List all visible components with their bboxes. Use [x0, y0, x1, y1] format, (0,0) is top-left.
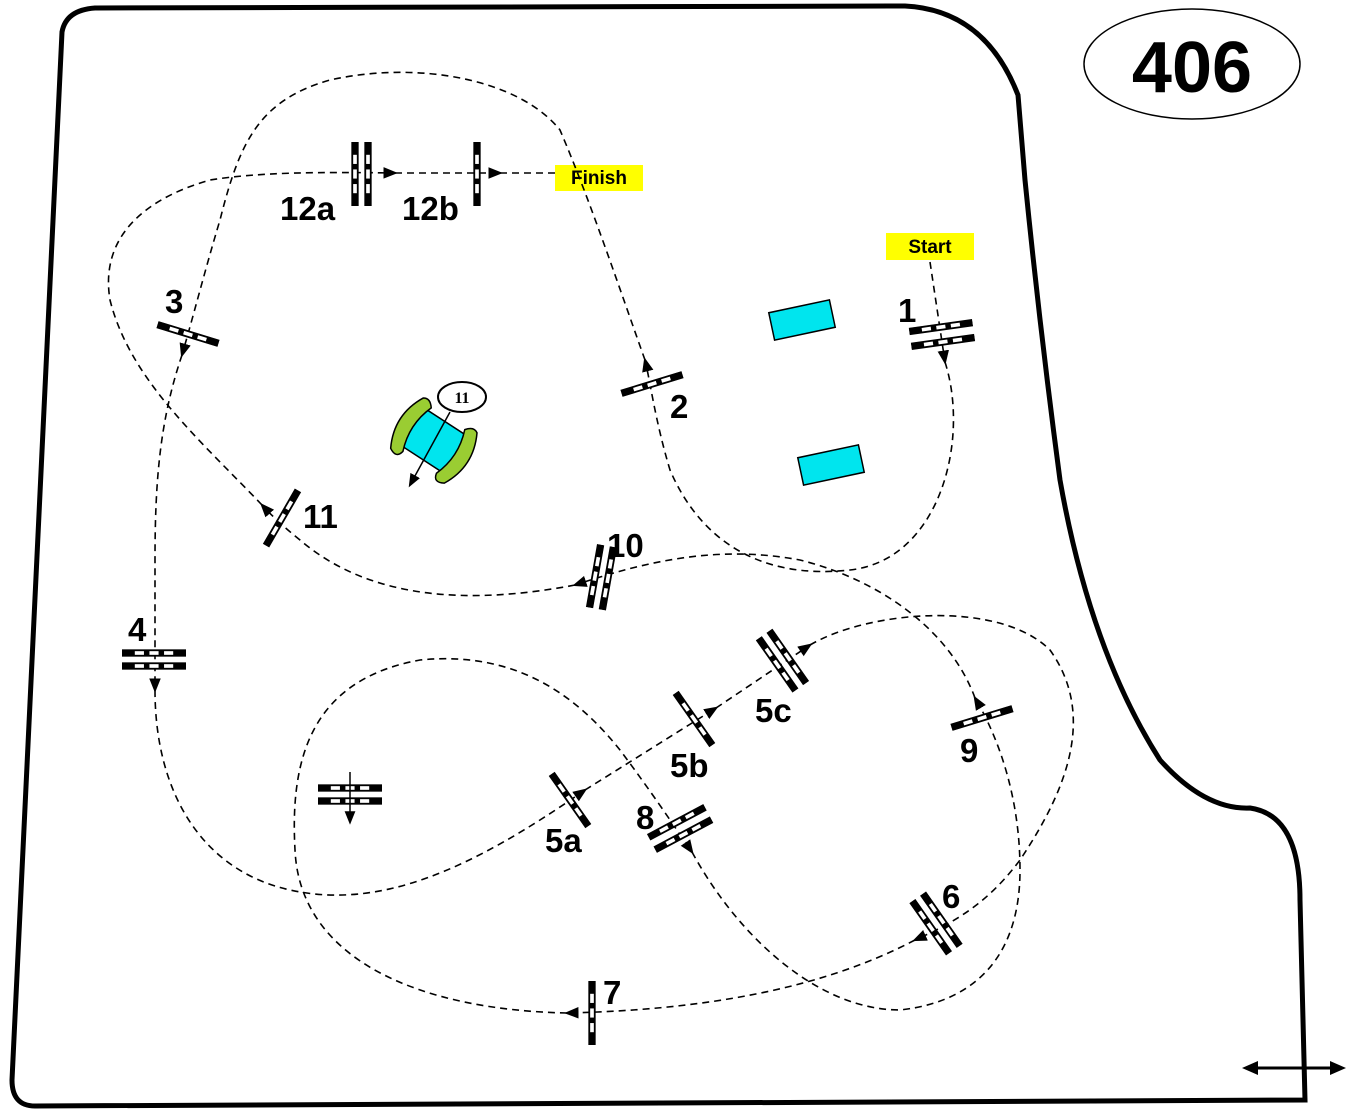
jump-label-3: 3 — [165, 283, 183, 320]
jump-label-9: 9 — [960, 732, 978, 769]
obstacle-upper — [767, 298, 837, 342]
jump-label-11: 11 — [303, 498, 338, 535]
course-number-badge — [1083, 8, 1301, 120]
jump-5a — [548, 771, 592, 829]
jump-label-6: 6 — [942, 878, 960, 915]
double-arrow-icon — [1242, 1061, 1346, 1075]
jump-7 — [588, 981, 596, 1045]
finish-label: Finish — [571, 168, 627, 189]
jump-label-5b: 5b — [670, 747, 709, 784]
jump-12a — [351, 142, 372, 206]
water-jump-direction — [408, 411, 451, 488]
course-number: 406 — [1132, 28, 1252, 108]
jump-3 — [156, 321, 220, 347]
jump-4 — [122, 649, 186, 670]
start-label-bg — [886, 233, 974, 260]
arena-border — [9, 3, 1308, 1109]
jump-label-2: 2 — [670, 388, 688, 425]
jump-label-1: 1 — [898, 292, 916, 329]
jump-9 — [950, 705, 1014, 731]
jump-label-12a: 12a — [280, 190, 336, 227]
start-label: Start — [908, 237, 952, 258]
jump-5c — [755, 628, 810, 693]
jump-label-4: 4 — [128, 611, 147, 648]
jump-label-7: 7 — [603, 974, 621, 1011]
finish-label-bg — [555, 165, 643, 191]
jump-5b — [672, 690, 716, 748]
course-track — [107, 71, 1075, 1019]
water-jump-number-badge — [437, 381, 487, 413]
jump-label-10: 10 — [607, 527, 644, 564]
jump-label-8: 8 — [636, 799, 654, 836]
jump-unlabeled — [318, 772, 382, 825]
jump-1 — [908, 319, 976, 351]
jump-label-5a: 5a — [545, 822, 582, 859]
jump-label-5c: 5c — [755, 692, 792, 729]
jump-12b — [473, 142, 481, 206]
jump-8 — [646, 804, 714, 853]
jump-label-12b: 12b — [402, 190, 459, 227]
jump-11 — [262, 488, 302, 548]
obstacle-lower — [796, 443, 866, 487]
water-jump-number: 11 — [454, 390, 469, 407]
